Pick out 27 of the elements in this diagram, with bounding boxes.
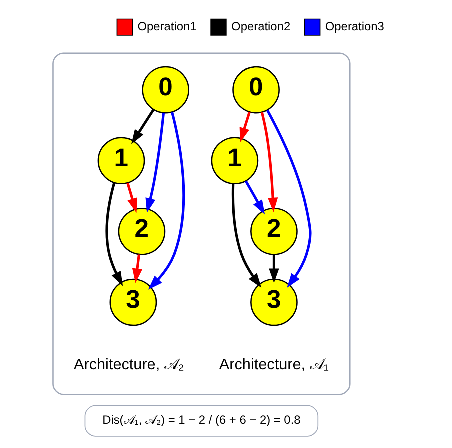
arrow bbox=[266, 110, 312, 288]
arrow bbox=[148, 112, 186, 290]
legend-label: Operation2 bbox=[232, 20, 291, 34]
node-circle: 0 bbox=[232, 66, 280, 114]
arrow bbox=[232, 184, 262, 288]
node-circle: 3 bbox=[110, 278, 158, 326]
arrow bbox=[132, 109, 155, 144]
node-circle: 2 bbox=[118, 208, 166, 256]
legend-label: Operation1 bbox=[138, 20, 197, 34]
node-box: Dis(𝒜₁, 𝒜₂) = 1 − 2 / (6 + 6 − 2) = 0.8 bbox=[84, 405, 319, 437]
node-circle: 2 bbox=[250, 208, 298, 256]
node-circle: 1 bbox=[211, 137, 259, 185]
arrow bbox=[244, 180, 266, 215]
arrow bbox=[269, 254, 280, 284]
node-circle: 3 bbox=[250, 278, 298, 326]
arrow bbox=[260, 112, 278, 212]
node-circle: 0 bbox=[142, 66, 190, 114]
cluster bbox=[52, 52, 351, 396]
label: Architecture, 𝒜₂ bbox=[74, 356, 184, 374]
arrow bbox=[146, 113, 166, 213]
arrow bbox=[106, 182, 124, 286]
label: Architecture, 𝒜₁ bbox=[219, 356, 329, 374]
arrow bbox=[132, 254, 143, 284]
node-circle: 1 bbox=[98, 137, 146, 185]
arrow bbox=[126, 182, 138, 214]
legend-label: Operation3 bbox=[325, 20, 384, 34]
arrow bbox=[240, 112, 251, 142]
